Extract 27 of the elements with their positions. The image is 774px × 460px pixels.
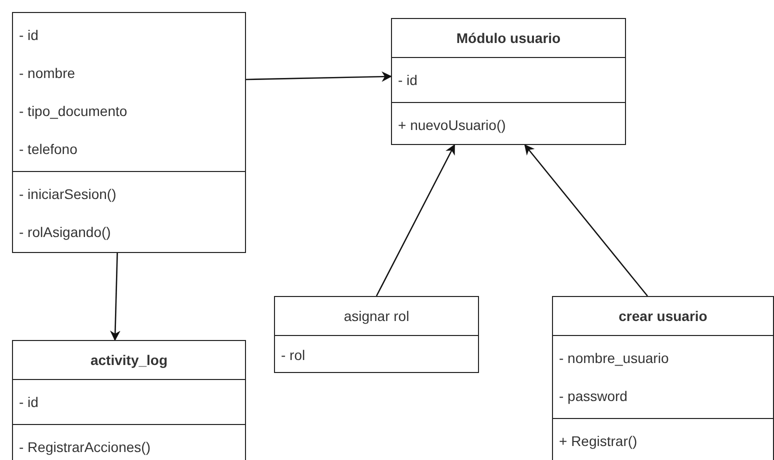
- class-name: activity_log: [89, 351, 169, 370]
- arrow: [524, 144, 648, 296]
- attribute-text: - telefono: [18, 140, 78, 159]
- attribute-text: - tipo_documento: [18, 102, 128, 121]
- method-text: - RegistrarAcciones(): [18, 438, 152, 457]
- attribute-text: - id: [397, 71, 418, 90]
- attribute-text: - password: [558, 387, 628, 406]
- method-text: + Registrar(): [558, 432, 638, 451]
- class-name: Módulo usuario: [455, 29, 562, 48]
- method-text: - rolAsigando(): [18, 223, 112, 242]
- attribute-text: - rol: [280, 346, 306, 365]
- arrow: [376, 144, 456, 296]
- arrow: [246, 71, 392, 82]
- attribute-text: - id: [18, 393, 40, 412]
- class-name: crear usuario: [618, 307, 708, 326]
- attribute-text: - nombre_usuario: [558, 349, 670, 368]
- attribute-text: - id: [18, 26, 40, 45]
- class-box: [12, 340, 246, 460]
- class-box: [391, 18, 626, 145]
- class-box: [552, 296, 774, 460]
- class-box: [12, 12, 246, 253]
- arrow: [110, 252, 120, 342]
- attribute-text: - nombre: [18, 64, 76, 83]
- class-box: [274, 296, 479, 373]
- method-text: - iniciarSesion(): [18, 185, 118, 204]
- class-name: asignar rol: [342, 307, 410, 326]
- method-text: + nuevoUsuario(): [397, 116, 507, 135]
